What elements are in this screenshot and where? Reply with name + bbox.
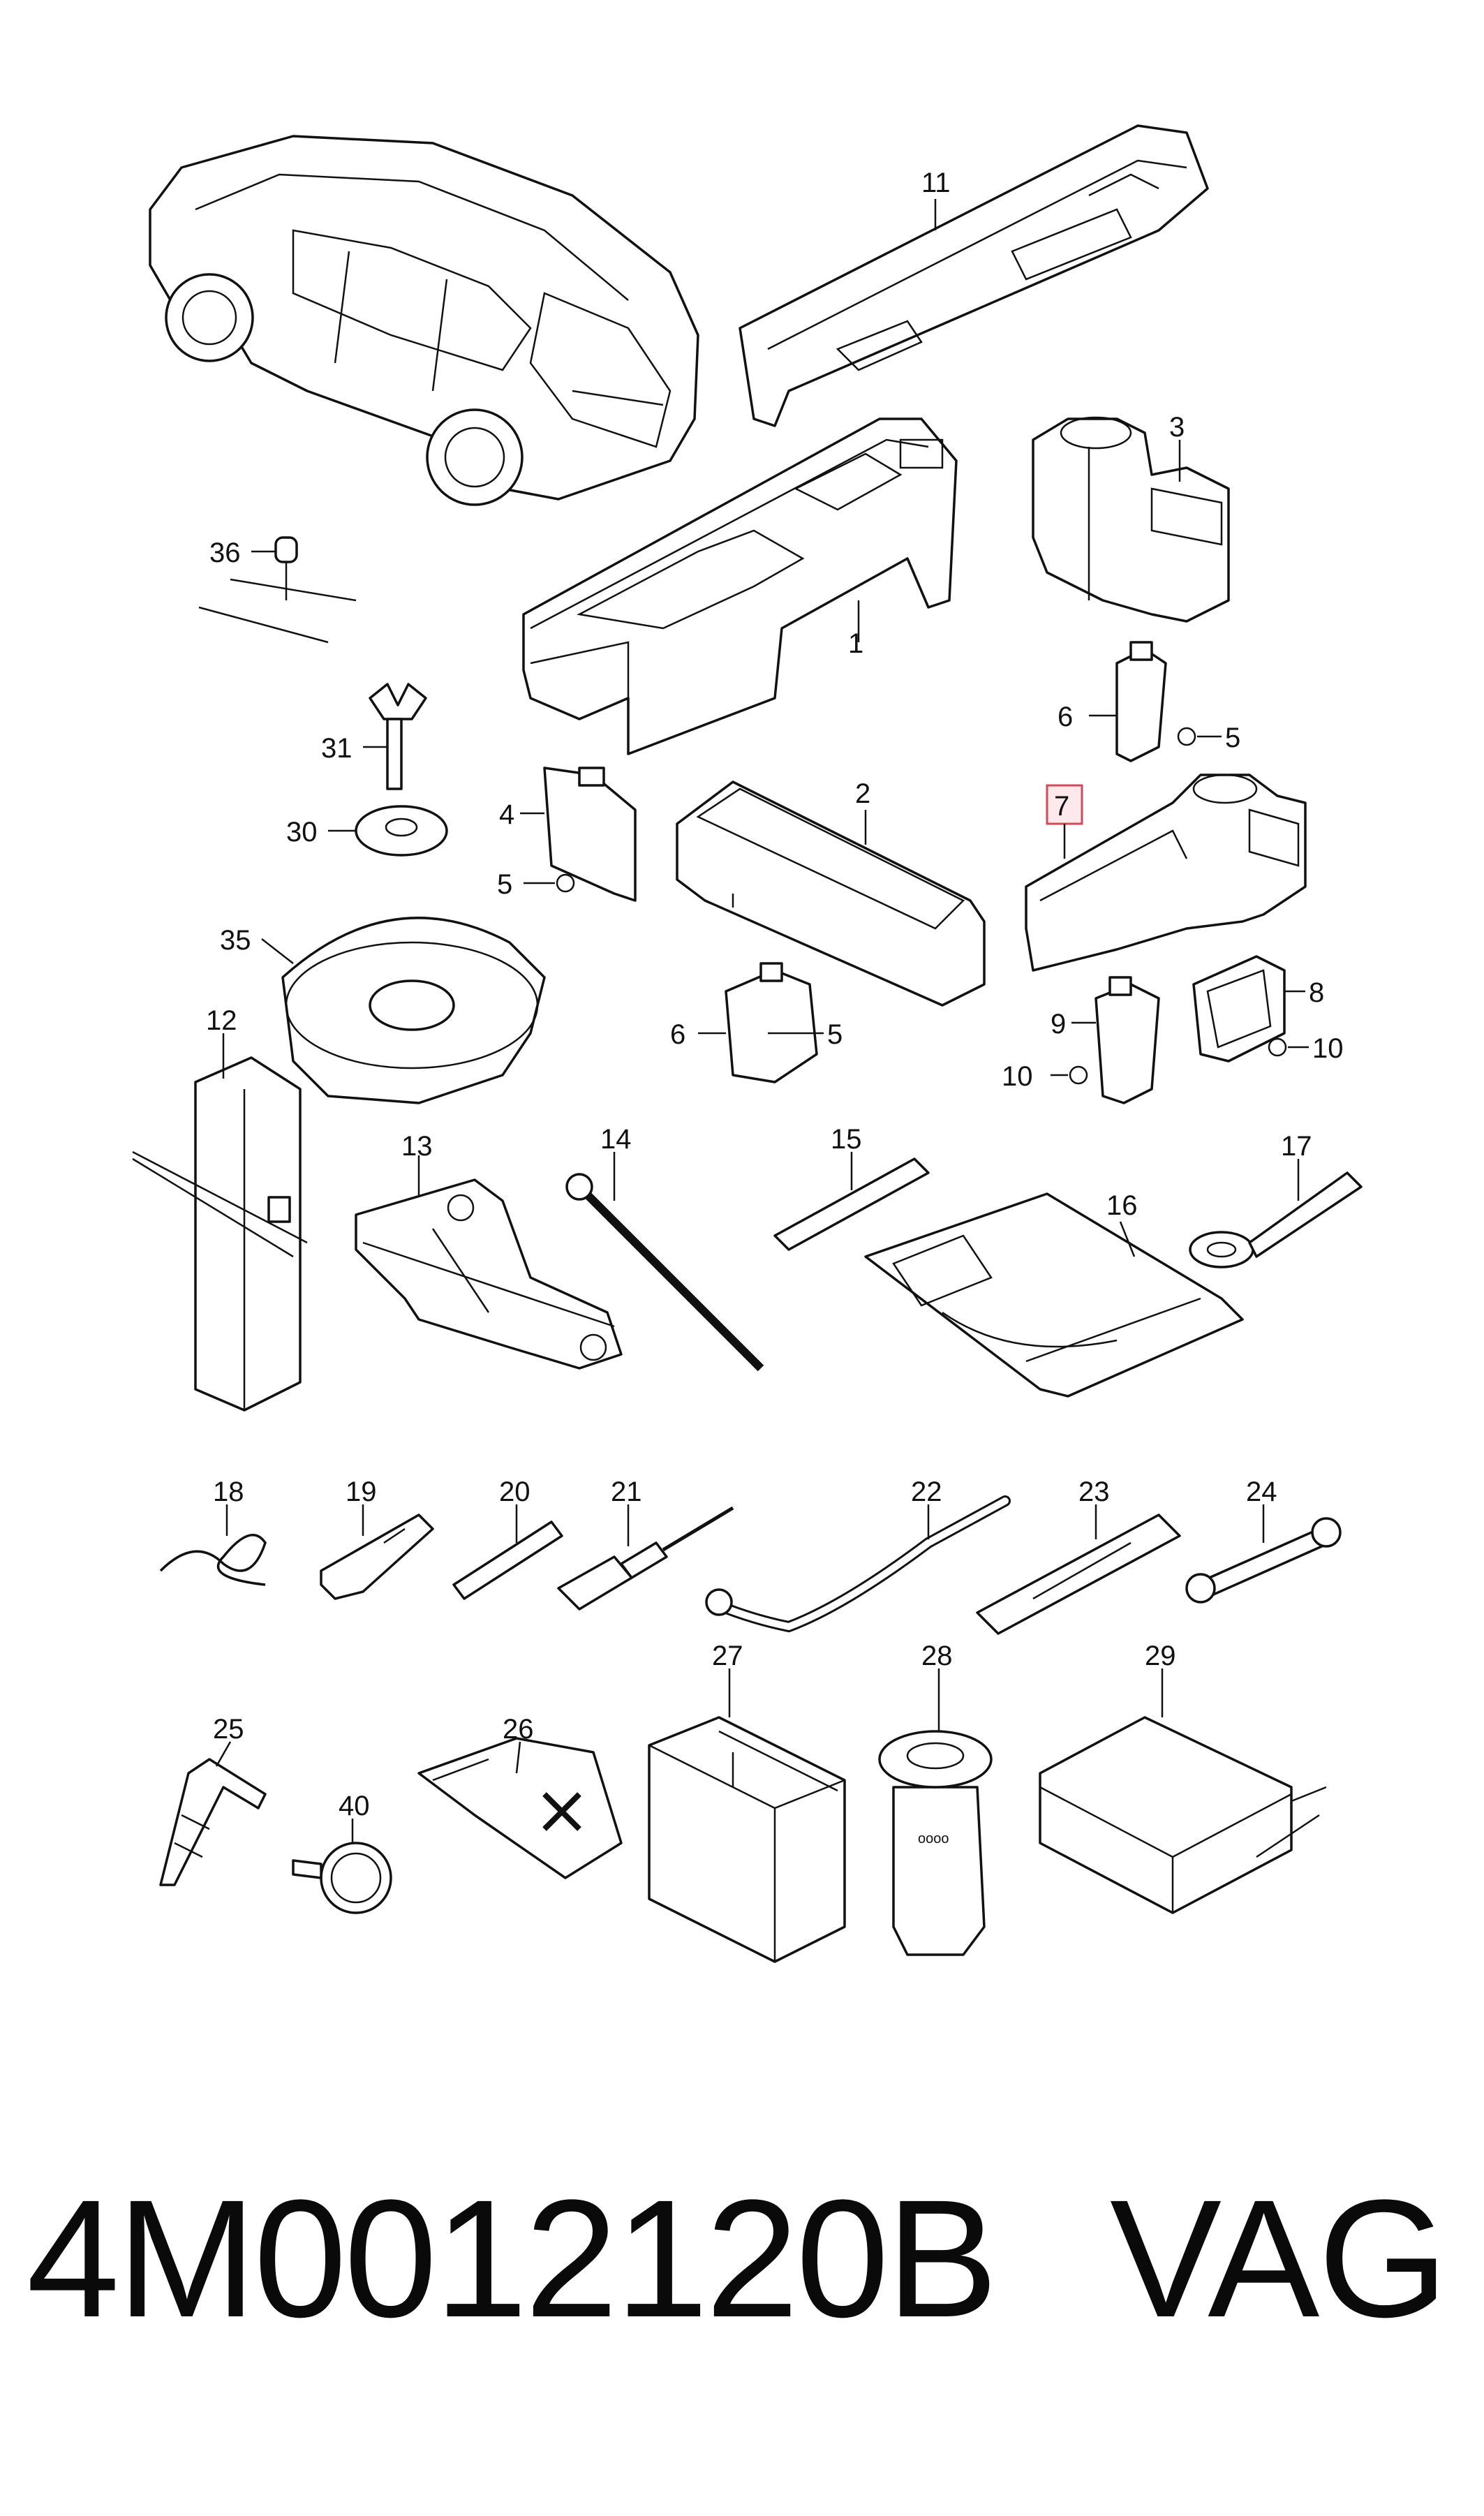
part-28-sealant-bottle: oooo <box>878 1730 993 1956</box>
label-31: 31 <box>321 733 353 764</box>
label-9: 9 <box>1051 1009 1066 1039</box>
label-28: 28 <box>921 1641 953 1671</box>
label-6-center: 6 <box>670 1019 685 1050</box>
part-31-wing-bolt <box>369 683 427 790</box>
label-35: 35 <box>220 925 251 956</box>
label-27: 27 <box>712 1641 743 1671</box>
label-29: 29 <box>1145 1641 1176 1671</box>
label-4: 4 <box>499 799 514 830</box>
part-12-box <box>132 1056 308 1412</box>
part-14-wrench-bar <box>565 1173 764 1372</box>
label-40: 40 <box>339 1791 370 1821</box>
label-14: 14 <box>600 1124 632 1155</box>
part-3-holder <box>1032 416 1230 623</box>
part-1-foam-carrier <box>522 417 958 755</box>
part-40-pressure-gauge <box>292 1842 392 1914</box>
part-6-strap-center <box>725 962 818 1083</box>
part-23-spring-tool <box>976 1514 1181 1635</box>
part-19-hook <box>320 1514 434 1600</box>
label-23: 23 <box>1078 1477 1110 1507</box>
label-20: 20 <box>499 1477 530 1507</box>
part-6-strap-right <box>1115 641 1196 762</box>
part-22-lug-wrench <box>705 1495 1011 1633</box>
label-36: 36 <box>209 538 241 568</box>
part-25-adapter <box>159 1758 267 1886</box>
part-11-foam-insert <box>739 124 1209 427</box>
part-4-strap <box>543 767 637 902</box>
brand-name: VAG <box>1110 2165 1448 2352</box>
label-24: 24 <box>1246 1477 1277 1507</box>
part-36-bolt <box>198 536 357 644</box>
part-20-pin <box>452 1520 563 1600</box>
label-10-right: 10 <box>1312 1033 1344 1064</box>
label-17: 17 <box>1281 1131 1312 1162</box>
label-5-left: 5 <box>497 869 512 900</box>
label-12: 12 <box>206 1005 237 1036</box>
part-17-towing-eye <box>1189 1171 1363 1268</box>
part-35-wheel-tray <box>281 917 546 1104</box>
label-15: 15 <box>831 1124 862 1155</box>
label-1: 1 <box>848 628 863 659</box>
label-13: 13 <box>401 1131 433 1162</box>
label-16: 16 <box>1106 1190 1138 1221</box>
part-9-strap <box>1095 976 1160 1104</box>
part-2-box <box>676 780 986 1007</box>
part-26-wheel-chock <box>417 1737 623 1879</box>
label-25: 25 <box>213 1714 244 1745</box>
part-29-compressor-kit <box>1039 1716 1327 1914</box>
part-15-extension-bar <box>773 1157 930 1251</box>
label-10-left: 10 <box>1002 1061 1033 1092</box>
part-21-screwdriver <box>557 1506 734 1611</box>
label-26: 26 <box>503 1714 534 1745</box>
label-6-right: 6 <box>1058 702 1073 732</box>
part-number: 4M0012120B <box>27 2165 998 2352</box>
label-5-right: 5 <box>1225 723 1240 753</box>
part-13-jack <box>355 1178 623 1370</box>
car-illustration <box>149 135 699 506</box>
parts-diagram: 11 1 3 6 5 7 8 <box>132 124 1363 1963</box>
part-7-holder <box>1025 774 1307 972</box>
part-27-filter-box <box>648 1716 846 1963</box>
label-3: 3 <box>1169 412 1185 443</box>
label-22: 22 <box>911 1477 942 1507</box>
label-5-center: 5 <box>827 1019 843 1050</box>
label-11: 11 <box>921 168 951 198</box>
label-18: 18 <box>213 1477 244 1507</box>
part-18-clip <box>159 1534 267 1586</box>
part-16-tool-bag <box>864 1192 1244 1398</box>
label-30: 30 <box>286 817 318 848</box>
part-24-spanner <box>1185 1517 1342 1604</box>
label-7: 7 <box>1054 791 1069 822</box>
label-8: 8 <box>1309 977 1324 1008</box>
part-30-washer <box>355 805 448 857</box>
part-8-strap <box>1192 955 1286 1063</box>
label-2: 2 <box>855 778 870 809</box>
label-19: 19 <box>346 1477 377 1507</box>
label-21: 21 <box>611 1477 642 1507</box>
svg-text:oooo: oooo <box>918 1831 949 1847</box>
